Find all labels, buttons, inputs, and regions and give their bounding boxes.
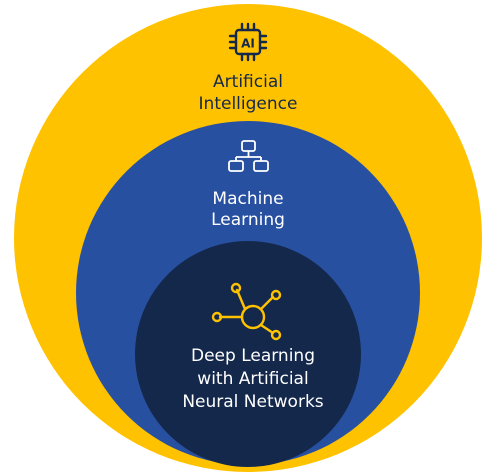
ai-chip-text: AI <box>241 37 255 51</box>
deep-learning-label-line3: Neural Networks <box>182 392 323 412</box>
deep-learning-circle <box>135 241 361 467</box>
deep-learning-group: Deep Learning with Artificial Neural Net… <box>135 241 361 467</box>
machine-learning-label-line2: Learning <box>211 210 285 230</box>
deep-learning-label-line1: Deep Learning <box>191 346 315 366</box>
deep-learning-label-line2: with Artificial <box>197 369 308 389</box>
ai-chip-icon <box>228 22 268 62</box>
artificial-intelligence-label-line1: Artificial <box>213 72 283 92</box>
neural-network-icon <box>211 282 282 341</box>
machine-learning-label-line1: Machine <box>212 189 283 209</box>
network-hierarchy-icon <box>228 140 269 172</box>
artificial-intelligence-label-line2: Intelligence <box>199 94 298 114</box>
